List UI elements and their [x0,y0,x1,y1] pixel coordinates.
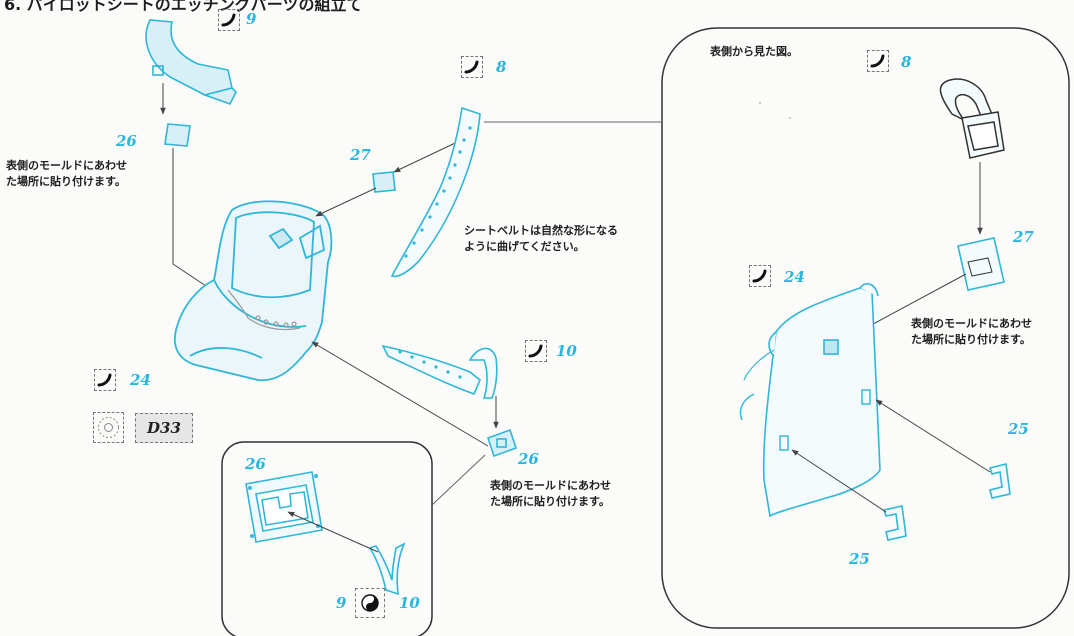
part-number-24-left: 24 [130,371,151,389]
back-view-frame [661,27,1070,629]
plate-part-26-center [486,428,518,458]
strap-part-9 [145,19,237,105]
back-strap-part-8 [939,78,1005,159]
part-number-9-inset: 9 [336,594,347,612]
plate-part-26-left [164,123,191,147]
bend-tool-icon [461,56,483,78]
bend-tool-icon [749,265,771,287]
part-number-10: 10 [556,342,577,360]
back-slots [779,389,871,451]
part-number-27: 27 [350,146,371,164]
part-number-26-inset: 26 [245,455,266,473]
mould-note-left: 表側のモールドにあわせた場所に貼り付けます。 [6,159,127,188]
part-number-26-left: 26 [116,132,137,150]
back-seat-part-24 [762,283,881,518]
part-number-8-right: 8 [901,53,912,71]
back-plate-part-27 [957,237,1005,291]
mould-note-right: 表側のモールドにあわせた場所に貼り付けます。 [911,317,1032,346]
part-number-27-right: 27 [1013,228,1034,246]
part-number-25-upper: 25 [1008,420,1029,438]
bend-tool-icon [525,340,547,362]
round-part-icon [93,412,124,443]
plate-part-27 [372,171,396,193]
part-number-25-lower: 25 [849,550,870,568]
belt-part-10 [381,344,498,399]
belt-part-8 [390,106,481,278]
detail-inset-frame [221,441,433,636]
bend-tool-icon [867,50,889,72]
bend-tool-icon [94,369,116,391]
part-number-24-right: 24 [784,268,805,286]
seat-buckle [227,289,301,331]
bend-tool-icon [218,9,240,31]
back-view-label: 表側から見た図。 [710,45,798,58]
clip-part-25-upper [988,463,1011,499]
part-code-d33: D33 [135,413,193,443]
belt-bend-note: シートベルトは自然な形になるように曲げてください。 [464,224,618,253]
part-number-10-inset: 10 [399,594,420,612]
step-title: 6. パイロットシートのエッチングパーツの組立て [4,0,363,14]
seat-part-24 [174,200,333,382]
inset-plate-26 [245,471,323,543]
part-number-8-top: 8 [496,58,507,76]
mould-note-center: 表側のモールドにあわせた場所に貼り付けます。 [490,479,611,508]
yin-yang-icon [355,588,385,618]
part-number-9-top: 9 [246,10,257,28]
clip-part-25-lower [882,505,907,541]
part-number-26-center: 26 [518,450,539,468]
inset-belt-tip [368,542,406,596]
